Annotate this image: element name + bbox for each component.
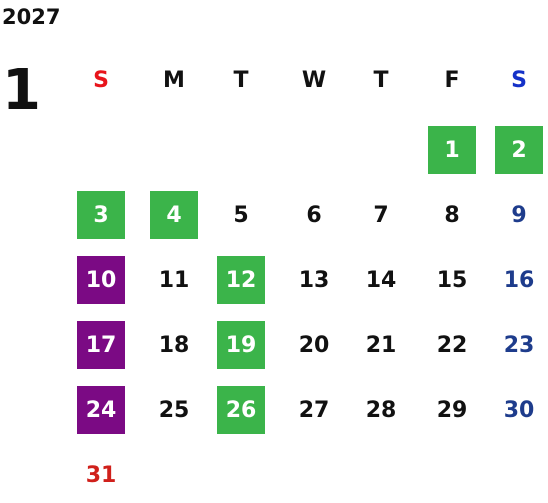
- day-cell-23[interactable]: 23: [503, 332, 535, 358]
- weekday-header-3: W: [301, 67, 327, 93]
- day-cell-20[interactable]: 20: [298, 332, 330, 358]
- weekday-header-2: T: [233, 67, 249, 93]
- day-cell-22[interactable]: 22: [436, 332, 468, 358]
- weekday-header-5: F: [444, 67, 460, 93]
- day-cell-16[interactable]: 16: [503, 267, 535, 293]
- day-cell-30[interactable]: 30: [503, 397, 535, 423]
- day-cell-17[interactable]: 17: [77, 321, 125, 369]
- day-cell-21[interactable]: 21: [365, 332, 397, 358]
- day-cell-24[interactable]: 24: [77, 386, 125, 434]
- weekday-header-1: M: [163, 67, 185, 93]
- day-cell-29[interactable]: 29: [436, 397, 468, 423]
- weekday-header-6: S: [511, 67, 527, 93]
- year-label: 2027: [2, 5, 61, 29]
- day-cell-11[interactable]: 11: [158, 267, 190, 293]
- day-cell-7[interactable]: 7: [373, 202, 389, 228]
- day-cell-2[interactable]: 2: [495, 126, 543, 174]
- day-cell-26[interactable]: 26: [217, 386, 265, 434]
- day-cell-25[interactable]: 25: [158, 397, 190, 423]
- day-cell-19[interactable]: 19: [217, 321, 265, 369]
- day-cell-1[interactable]: 1: [428, 126, 476, 174]
- day-cell-9[interactable]: 9: [511, 202, 527, 228]
- weekday-header-4: T: [373, 67, 389, 93]
- day-cell-18[interactable]: 18: [158, 332, 190, 358]
- day-cell-8[interactable]: 8: [444, 202, 460, 228]
- day-cell-14[interactable]: 14: [365, 267, 397, 293]
- day-cell-13[interactable]: 13: [298, 267, 330, 293]
- weekday-header-0: S: [93, 67, 109, 93]
- day-cell-10[interactable]: 10: [77, 256, 125, 304]
- day-cell-31[interactable]: 31: [85, 462, 117, 488]
- day-cell-5[interactable]: 5: [233, 202, 249, 228]
- day-cell-4[interactable]: 4: [150, 191, 198, 239]
- day-cell-15[interactable]: 15: [436, 267, 468, 293]
- day-cell-3[interactable]: 3: [77, 191, 125, 239]
- day-cell-28[interactable]: 28: [365, 397, 397, 423]
- month-label: 1: [2, 58, 41, 123]
- day-cell-12[interactable]: 12: [217, 256, 265, 304]
- day-cell-27[interactable]: 27: [298, 397, 330, 423]
- day-cell-6[interactable]: 6: [306, 202, 322, 228]
